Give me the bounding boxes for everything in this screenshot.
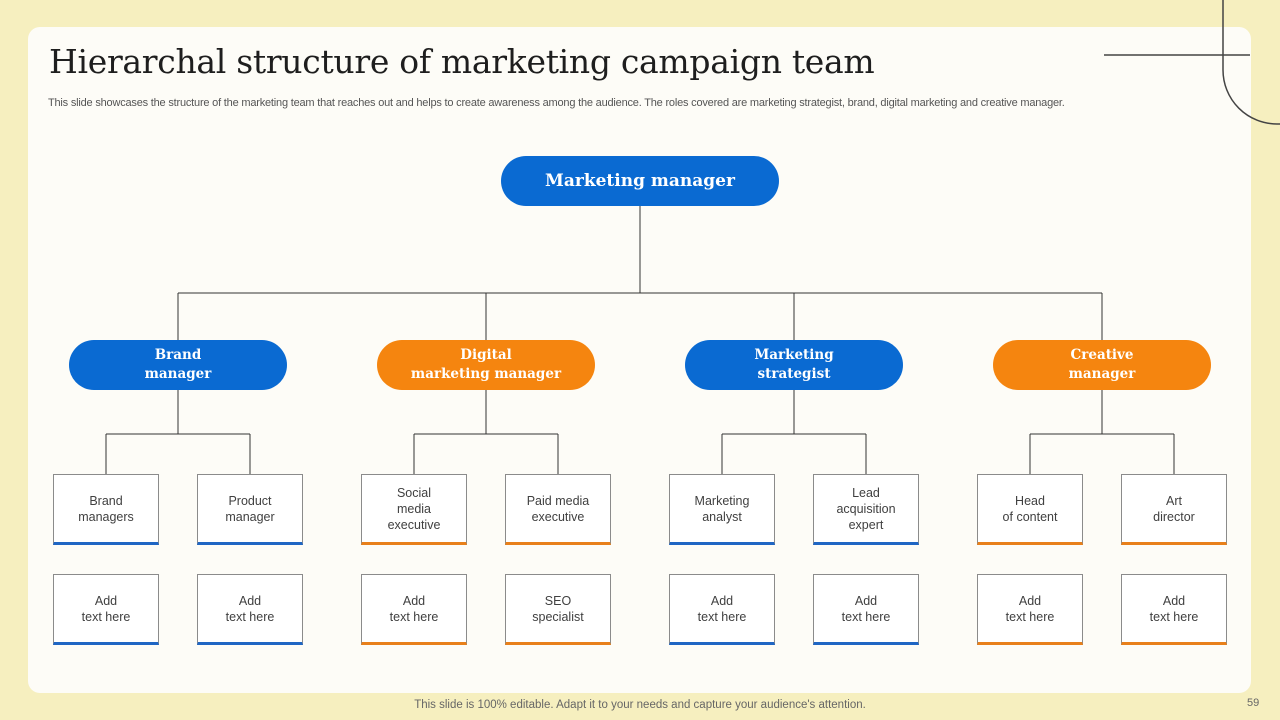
corner-decoration <box>1104 0 1280 125</box>
role-box-paid-media-executive: Paid media executive <box>505 474 611 545</box>
page-number: 59 <box>1247 697 1260 709</box>
role-box-lead-acquisition-expert: Lead acquisition expert <box>813 474 919 545</box>
role-box-marketing-analyst: Marketing analyst <box>669 474 775 545</box>
node-marketing-strategist: Marketing strategist <box>685 340 903 390</box>
role-box-seo-specialist: SEO specialist <box>505 574 611 645</box>
role-box-product-manager: Product manager <box>197 474 303 545</box>
role-box-social-media-executive: Social media executive <box>361 474 467 545</box>
extra-box: Add text here <box>361 574 467 645</box>
extra-box: Add text here <box>197 574 303 645</box>
page-subtitle: This slide showcases the structure of th… <box>48 97 1065 109</box>
extra-box: Add text here <box>669 574 775 645</box>
node-digital-marketing-manager: Digital marketing manager <box>377 340 595 390</box>
role-box-head-of-content: Head of content <box>977 474 1083 545</box>
node-brand-manager: Brand manager <box>69 340 287 390</box>
extra-box: Add text here <box>1121 574 1227 645</box>
extra-box: Add text here <box>53 574 159 645</box>
page-title: Hierarchal structure of marketing campai… <box>49 42 875 81</box>
node-creative-manager: Creative manager <box>993 340 1211 390</box>
extra-box: Add text here <box>977 574 1083 645</box>
extra-box: Add text here <box>813 574 919 645</box>
role-box-art-director: Art director <box>1121 474 1227 545</box>
node-marketing-manager: Marketing manager <box>501 156 779 206</box>
footer-note: This slide is 100% editable. Adapt it to… <box>414 699 866 711</box>
role-box-brand-managers: Brand managers <box>53 474 159 545</box>
